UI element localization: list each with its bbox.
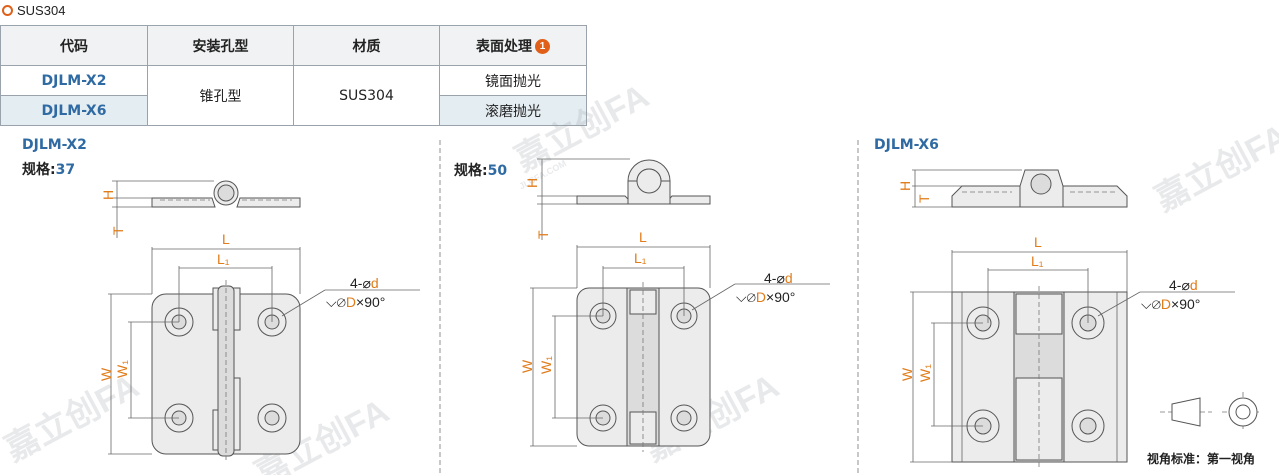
svg-text:H: H	[524, 178, 540, 188]
right-hinge-front-view: L L₁ W W₁ 4-⌀d ⌵⌀D×90°	[899, 234, 1235, 468]
left-spec-label: 规格:	[22, 162, 56, 178]
left-spec-value: 37	[55, 162, 76, 178]
svg-text:W₁: W₁	[917, 364, 933, 382]
table-row: DJLM-X6 滚磨抛光	[0, 95, 587, 126]
svg-text:W₁: W₁	[114, 360, 130, 378]
material-cell: SUS304	[293, 65, 440, 126]
left-model-label: DJLM-X2	[22, 137, 87, 153]
middle-hinge-front-view: L L₁ W W₁ 4-⌀d ⌵⌀D×90°	[519, 229, 830, 452]
svg-text:W: W	[519, 359, 535, 373]
svg-text:T: T	[916, 194, 932, 203]
svg-text:W: W	[899, 367, 915, 381]
svg-text:L₁: L₁	[217, 251, 230, 267]
header-material: 材质	[293, 25, 440, 66]
header-hole-type: 安装孔型	[147, 25, 294, 66]
left-spec: 规格:37	[22, 159, 75, 179]
mid-spec-value: 50	[487, 163, 508, 179]
svg-text:L₁: L₁	[1031, 253, 1044, 269]
svg-text:L₁: L₁	[634, 250, 647, 266]
svg-text:T: T	[535, 230, 551, 239]
right-model-label: DJLM-X6	[874, 137, 939, 153]
header-code: 代码	[0, 25, 148, 66]
table-row: DJLM-X2 锥孔型 SUS304 镜面抛光	[0, 65, 587, 126]
right-hinge-side-view: H T	[897, 169, 1128, 208]
svg-text:W: W	[98, 367, 114, 381]
note-badge: 1	[535, 39, 550, 54]
mid-spec-label: 规格:	[454, 163, 488, 179]
material-heading-text: SUS304	[17, 2, 66, 18]
svg-text:H: H	[100, 190, 116, 200]
svg-text:L: L	[1034, 234, 1042, 250]
row-finish: 滚磨抛光	[439, 95, 587, 126]
material-heading: SUS304	[2, 1, 65, 19]
mid-hole-callout: 4-⌀d	[764, 270, 793, 286]
left-hinge-side-view: H T	[100, 180, 301, 238]
view-standard-label: 视角标准：第一视角	[1147, 451, 1255, 466]
header-surface-label: 表面处理	[476, 38, 532, 55]
svg-text:嘉立创FA: 嘉立创FA	[509, 77, 655, 179]
svg-text:嘉立创FA: 嘉立创FA	[0, 367, 145, 469]
row-finish: 镜面抛光	[439, 65, 587, 96]
svg-text:嘉立创FA: 嘉立创FA	[1149, 117, 1279, 219]
svg-text:T: T	[110, 226, 126, 235]
right-countersink-callout: ⌵⌀D×90°	[1141, 296, 1200, 312]
circle-bullet-icon	[2, 4, 13, 16]
left-hinge-front-view: L L₁ W W₁ 4-⌀d ⌵⌀D×90°	[98, 231, 420, 460]
row-code: DJLM-X2	[0, 65, 148, 96]
left-hole-callout: 4-⌀d	[350, 275, 379, 291]
mid-spec: 规格:50	[454, 160, 507, 180]
hole-type-cell: 锥孔型	[147, 65, 294, 126]
mid-countersink-callout: ⌵⌀D×90°	[736, 289, 795, 305]
middle-hinge-side-view: H T	[524, 158, 711, 240]
svg-text:L: L	[639, 229, 647, 245]
row-code: DJLM-X6	[0, 95, 148, 126]
svg-text:W₁: W₁	[538, 356, 554, 374]
left-countersink-callout: ⌵⌀D×90°	[326, 294, 385, 310]
first-angle-projection-icon	[1160, 392, 1262, 432]
svg-text:H: H	[897, 181, 913, 191]
right-hole-callout: 4-⌀d	[1169, 277, 1198, 293]
svg-text:L: L	[222, 231, 230, 247]
